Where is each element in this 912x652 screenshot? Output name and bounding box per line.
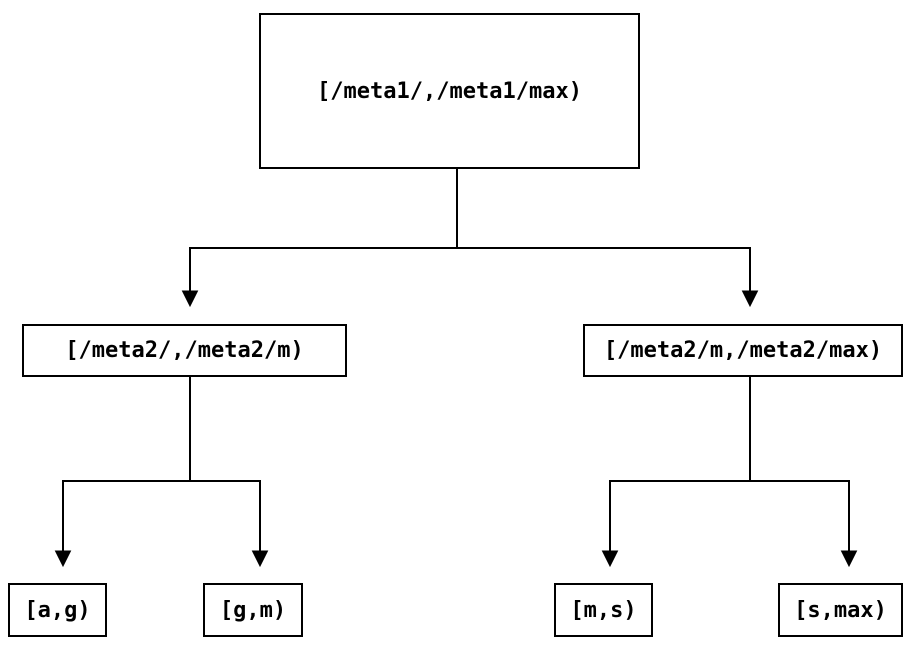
tree-node-right-right: [s,max) (778, 583, 903, 637)
edge-root-to-left (181, 169, 458, 308)
arrowhead-down-icon (54, 550, 72, 568)
arrowhead-down-icon (181, 290, 199, 308)
edge-root-to-right (457, 247, 759, 308)
tree-node-left-left: [a,g) (8, 583, 107, 637)
arrowhead-down-icon (251, 550, 269, 568)
tree-node-left-right: [g,m) (203, 583, 303, 637)
tree-node-left: [/meta2/,/meta2/m) (22, 324, 347, 377)
tree-node-right-left: [m,s) (554, 583, 653, 637)
arrowhead-down-icon (741, 290, 759, 308)
edge-left-to-left-left (54, 377, 191, 568)
tree-node-root: [/meta1/,/meta1/max) (259, 13, 640, 169)
arrowhead-down-icon (840, 550, 858, 568)
edge-right-to-right-left (601, 377, 751, 568)
arrowhead-down-icon (601, 550, 619, 568)
edge-left-to-left-right (190, 480, 269, 568)
tree-node-right: [/meta2/m,/meta2/max) (583, 324, 903, 377)
edge-right-to-right-right (750, 480, 858, 568)
